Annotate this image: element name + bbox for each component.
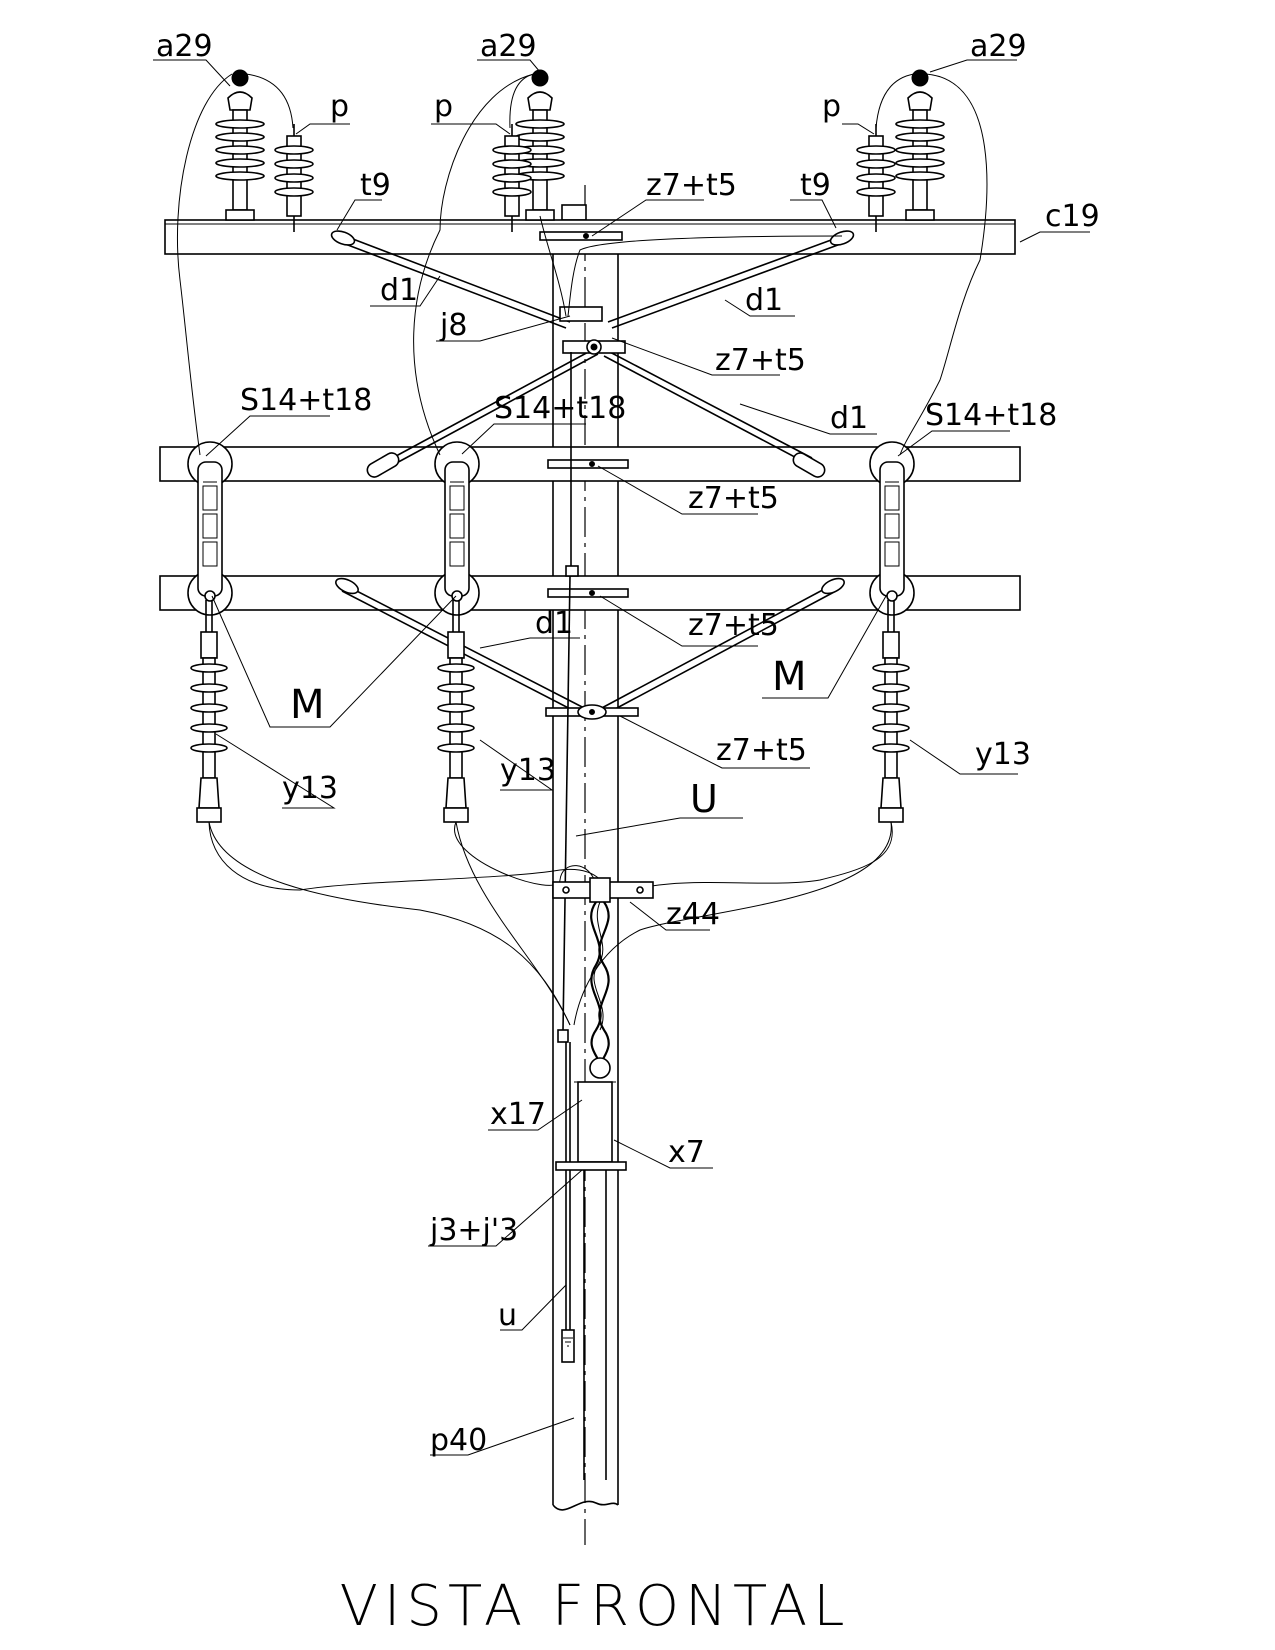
upper-brace-bracket — [559, 306, 626, 355]
label-t9-left: t9 — [360, 168, 391, 203]
post-insulator-left — [215, 69, 265, 221]
drawing-title: VISTA FRONTAL — [340, 1574, 851, 1639]
label-d1-upper-left: d1 — [380, 273, 418, 308]
label-z7t5-bottom: z7+t5 — [716, 733, 807, 768]
ground-conductor — [557, 352, 579, 1363]
label-p-right: p — [822, 89, 841, 124]
label-m-left: M — [290, 682, 325, 728]
lower-brace-bracket — [545, 704, 639, 720]
switch-center — [434, 441, 480, 616]
label-s14t18-right: S14+t18 — [925, 398, 1057, 433]
label-j3j3: j3+j'3 — [429, 1213, 518, 1248]
label-a29-center: a29 — [480, 29, 537, 64]
label-z7t5-upper: z7+t5 — [715, 343, 806, 378]
label-u-lower: u — [498, 1298, 517, 1333]
top-crossarm — [164, 219, 1016, 255]
z44-bracket — [552, 877, 654, 903]
label-s14t18-left: S14+t18 — [240, 383, 372, 418]
labels: a29 a29 a29 p p p t9 t9 z7+t5 c19 d1 d1 … — [156, 29, 1100, 1639]
arrester-center — [492, 124, 532, 232]
label-x7: x7 — [668, 1135, 705, 1170]
label-z7t5-top: z7+t5 — [646, 168, 737, 203]
twisted-cable — [589, 901, 611, 1079]
label-z44: z44 — [666, 897, 720, 932]
termination-left — [190, 600, 228, 823]
jumper-cables — [176, 73, 988, 1026]
switch-left — [187, 441, 233, 616]
label-d1-lower: d1 — [535, 606, 573, 641]
pole — [552, 185, 619, 1545]
label-c19: c19 — [1045, 199, 1100, 234]
label-y13-right: y13 — [975, 737, 1031, 772]
label-s14t18-center: S14+t18 — [494, 391, 626, 426]
conduit — [555, 1081, 627, 1480]
label-x17: x17 — [490, 1097, 546, 1132]
leader-lines — [153, 59, 1090, 1456]
label-p40: p40 — [430, 1423, 487, 1458]
label-y13-center: y13 — [500, 753, 556, 788]
label-z7t5-lower: z7+t5 — [688, 608, 779, 643]
label-y13-left: y13 — [282, 771, 338, 806]
ground-symbol — [563, 1337, 573, 1347]
label-p-left: p — [330, 89, 349, 124]
termination-center — [437, 600, 475, 823]
label-z7t5-middle: z7+t5 — [688, 481, 779, 516]
label-a29-right: a29 — [970, 29, 1027, 64]
upper-braces — [330, 230, 855, 329]
label-u-upper: U — [690, 777, 718, 821]
label-d1-upper-right: d1 — [745, 283, 783, 318]
post-insulator-center — [515, 69, 565, 221]
label-a29-left: a29 — [156, 29, 213, 64]
label-p-center: p — [434, 89, 453, 124]
label-j8: j8 — [439, 308, 467, 343]
label-t9-right: t9 — [800, 168, 831, 203]
post-insulator-right — [895, 69, 945, 221]
arrester-right — [856, 124, 896, 232]
label-m-right: M — [772, 654, 807, 700]
arrester-left — [274, 124, 314, 232]
termination-right — [872, 600, 910, 823]
middle-braces — [366, 349, 826, 478]
switch-right — [869, 441, 915, 616]
label-d1-middle-right: d1 — [830, 401, 868, 436]
